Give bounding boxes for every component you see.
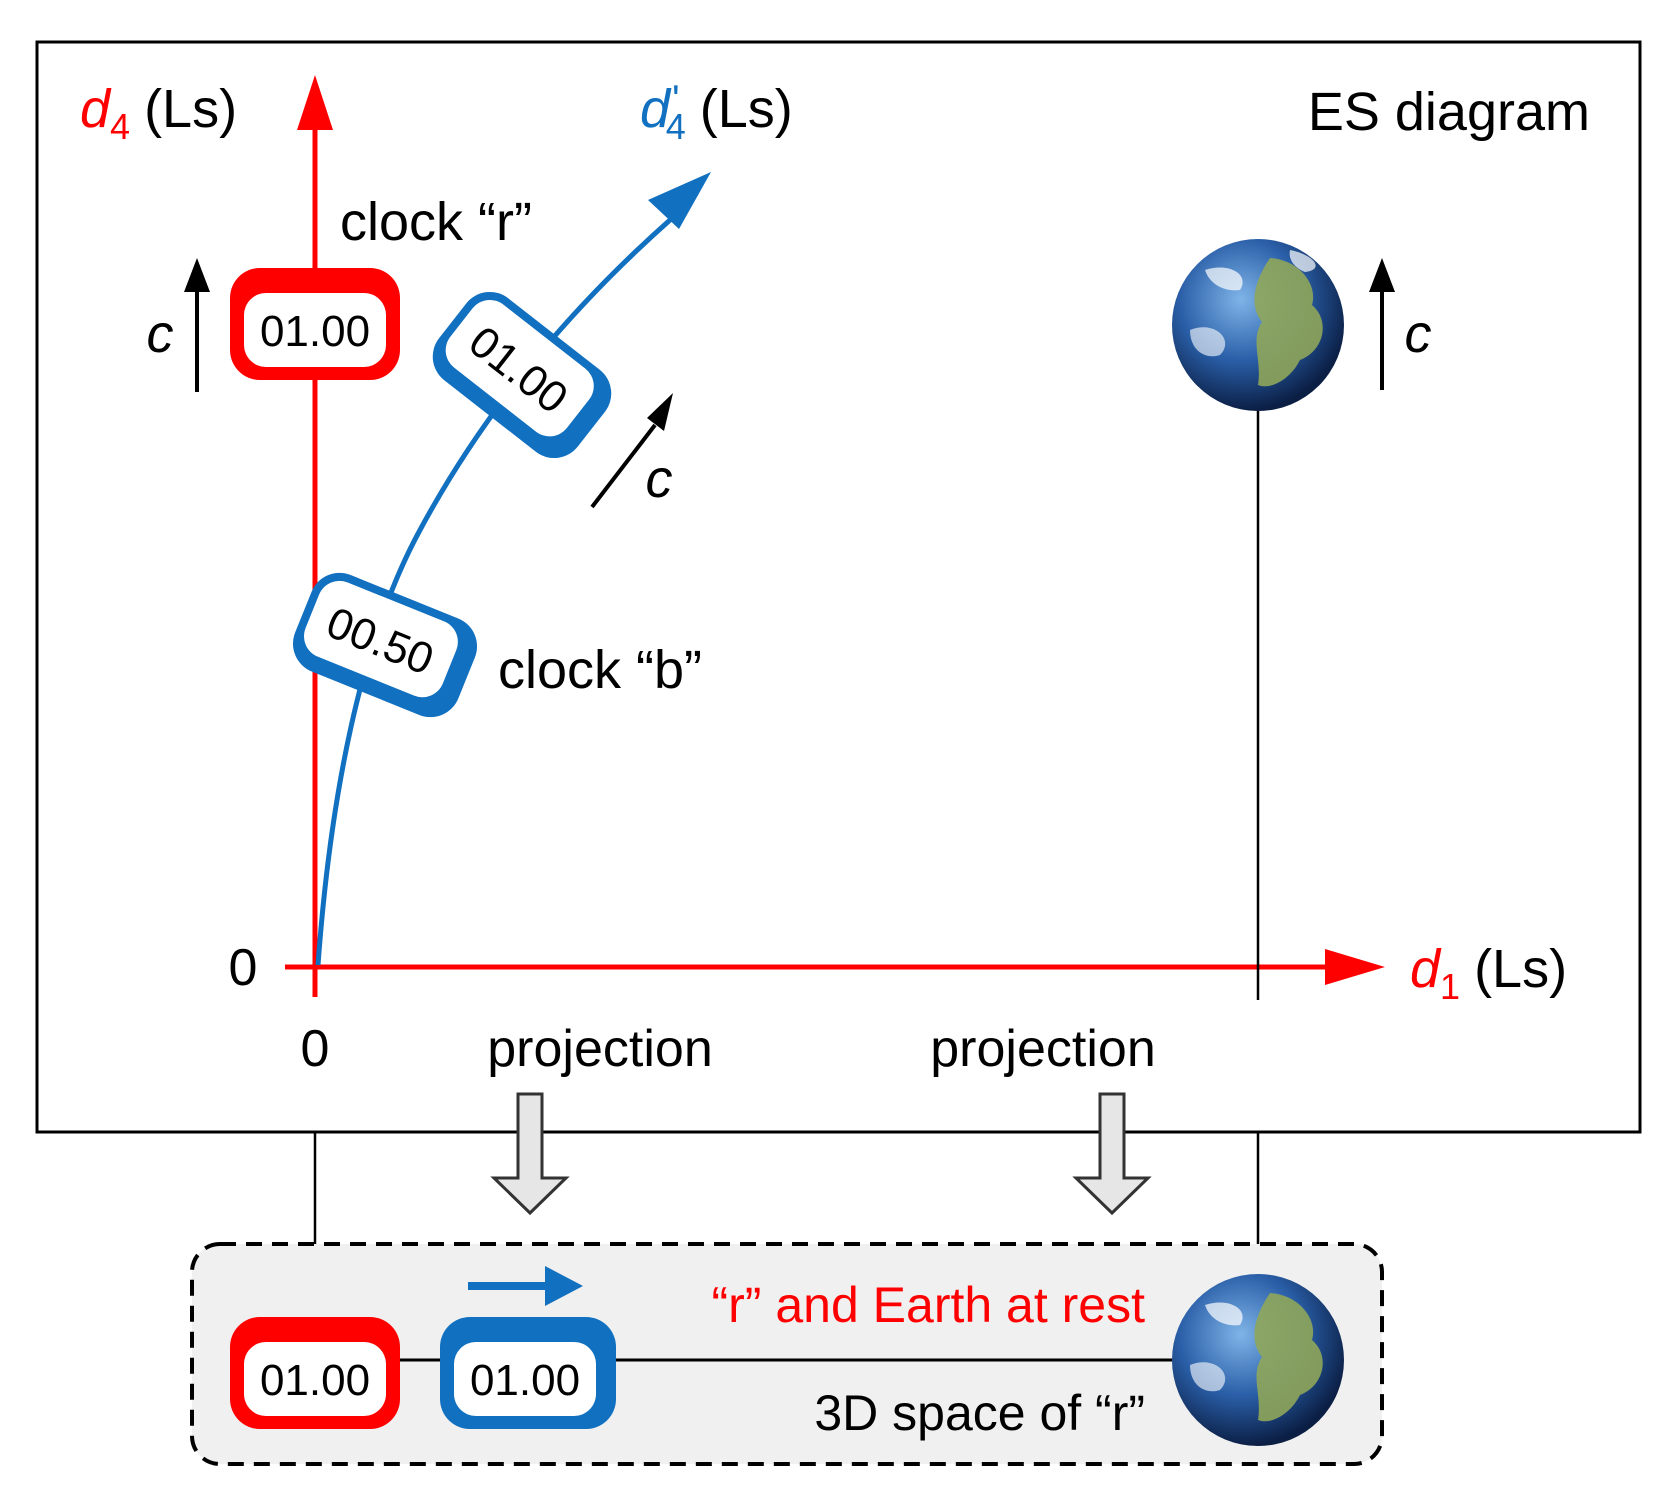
d1-axis-label: d1 (Ls) (1410, 939, 1567, 1007)
clock-r-velocity-arrow (184, 258, 210, 392)
clock-b-label: clock “b” (498, 640, 702, 700)
space-clock-r-reading: 01.00 (260, 1356, 370, 1405)
earth-velocity-arrow (1369, 258, 1395, 390)
clock-r: 01.00 (230, 268, 400, 380)
projection-arrow-left (490, 1092, 570, 1216)
space-clock-r: 01.00 (230, 1317, 400, 1429)
d1-unit: (Ls) (1474, 939, 1567, 999)
d1-axis (285, 949, 1385, 985)
projection-arrow-right (1072, 1092, 1152, 1216)
diagram-title: ES diagram (1308, 82, 1590, 142)
d1-subscript: 1 (1440, 966, 1460, 1007)
projection-label-left: projection (487, 1020, 712, 1078)
clock-b-lower: 00.50 (292, 572, 478, 718)
space-clock-b: 01.00 (440, 1317, 616, 1429)
earth-velocity-label: c (1405, 304, 1432, 364)
d4-prime-mark: ' (672, 78, 680, 122)
origin-x-label: 0 (301, 1020, 330, 1078)
d4-prime-worldline (315, 172, 711, 966)
origin-y-label: 0 (229, 939, 258, 997)
clock-b-upper: 01.00 (432, 291, 612, 459)
d4-symbol: d (80, 79, 112, 139)
d4-prime-symbol: d (640, 79, 672, 139)
clock-r-velocity-label: c (147, 304, 174, 364)
projection-label-right: projection (930, 1020, 1155, 1078)
earth-icon (1172, 239, 1344, 411)
d4-prime-unit: (Ls) (700, 79, 793, 139)
clock-b-velocity-label: c (646, 449, 673, 509)
d4-prime-subscript: 4 (666, 106, 686, 147)
d1-arrowhead (1325, 949, 1385, 985)
d1-symbol: d (1410, 939, 1442, 999)
clock-b-velocity-arrow (590, 393, 673, 509)
d4-prime-axis-label: d'4 (Ls) (640, 78, 793, 147)
d4-axis-label: d4 (Ls) (80, 79, 237, 147)
space-caption: 3D space of “r” (814, 1385, 1145, 1441)
d4-arrowhead (297, 75, 333, 130)
d4-unit: (Ls) (144, 79, 237, 139)
d4-prime-arrowhead (648, 172, 711, 229)
motion-arrow (468, 1266, 583, 1306)
clock-r-label: clock “r” (340, 192, 532, 252)
clock-r-reading: 01.00 (260, 307, 370, 356)
es-diagram-frame (35, 40, 1642, 1134)
space-earth-icon (1172, 1274, 1344, 1446)
space-clock-b-reading: 01.00 (470, 1356, 580, 1405)
d4-subscript: 4 (110, 106, 130, 147)
rest-caption: “r” and Earth at rest (712, 1277, 1146, 1333)
